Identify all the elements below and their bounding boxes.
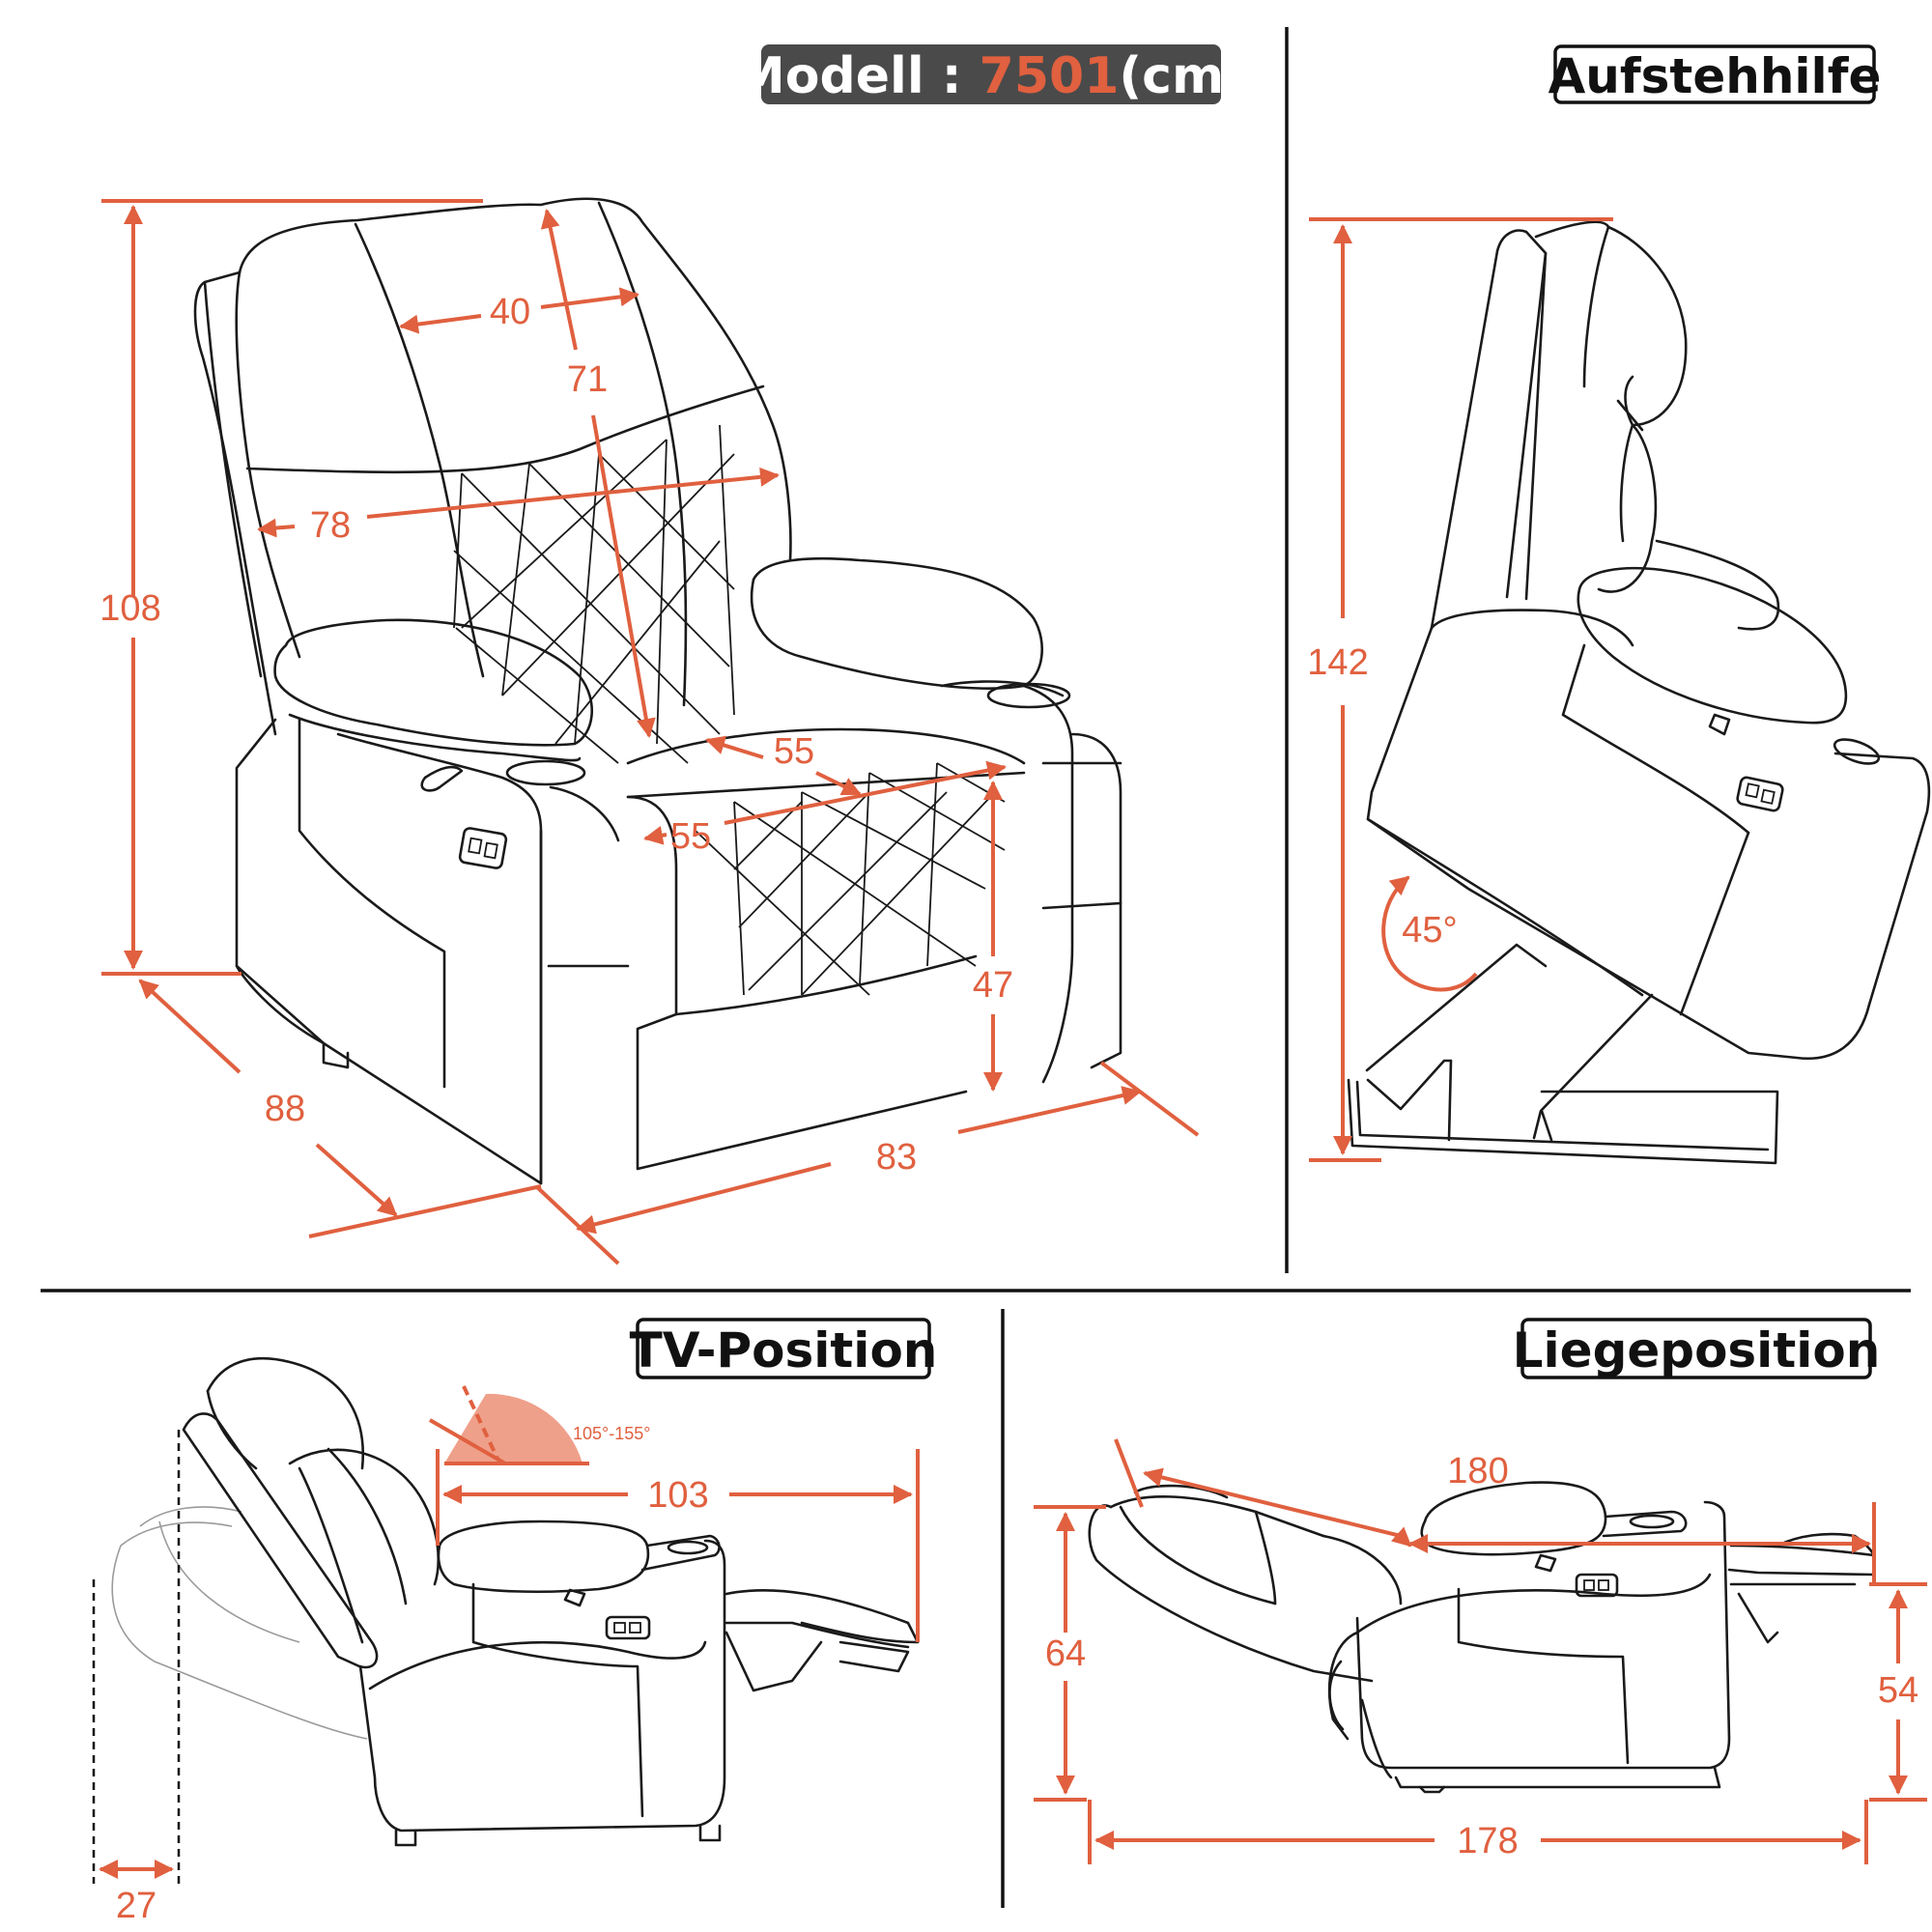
dim-lift-angle: 45° [1402,910,1457,951]
dim-backrest-height: 71 [567,359,608,400]
svg-text:Modell : 7501(cm): Modell : 7501(cm) [735,47,1247,105]
model-header: Modell : 7501(cm) [735,44,1247,105]
dim-seat-height: 47 [973,965,1013,1006]
title-liegeposition: Liegeposition [1513,1318,1881,1379]
lift-recliner-drawing [1347,220,1931,1165]
dim-wall-gap: 27 [116,1886,156,1926]
tv-dimensions: 105°-155° 103 27 [92,1385,920,1926]
title-tv-position: TV-Position [630,1318,938,1379]
dim-height: 108 [99,588,160,629]
recline-recliner-drawing [1088,1481,1876,1794]
dim-tv-length: 103 [647,1475,708,1516]
diamond-stitching-seat [695,762,1006,996]
title-aufstehhilfe: Aufstehhilfe [1548,44,1882,104]
dim-recline-diagonal: 180 [1447,1451,1508,1492]
svg-text:Aufstehhilfe: Aufstehhilfe [1548,48,1882,104]
diamond-stitching-back [453,424,735,764]
dim-width: 83 [876,1137,917,1178]
angle-sector [444,1393,582,1463]
model-unit: (cm) [1119,47,1247,105]
model-label: Modell : [735,47,980,105]
svg-text:Liegeposition: Liegeposition [1513,1322,1881,1378]
dim-recline-foot-height: 54 [1878,1670,1918,1711]
dim-inner-width: 78 [310,505,351,546]
panel-separators [41,27,1911,1908]
front-recliner-drawing [193,197,1122,1185]
tv-recliner-drawing [111,1356,920,1847]
dim-recline-total-length: 178 [1457,1821,1518,1861]
svg-text:TV-Position: TV-Position [630,1322,938,1378]
dim-backrest-width: 40 [490,292,530,332]
dim-recline-back-height: 64 [1045,1634,1086,1674]
tv-angle-range: 105°-155° [573,1424,650,1443]
dim-seat-width: 55 [670,816,711,857]
recline-dimensions: 180 64 54 178 [1034,1438,1927,1864]
dim-seat-depth: 55 [774,731,814,772]
dim-depth: 88 [265,1089,305,1129]
dim-lift-height: 142 [1307,642,1368,683]
front-dimensions: 108 88 83 40 71 78 55 55 47 [99,199,1200,1265]
model-number: 7501 [980,47,1120,105]
lift-dimensions: 142 45° [1307,217,1613,1162]
